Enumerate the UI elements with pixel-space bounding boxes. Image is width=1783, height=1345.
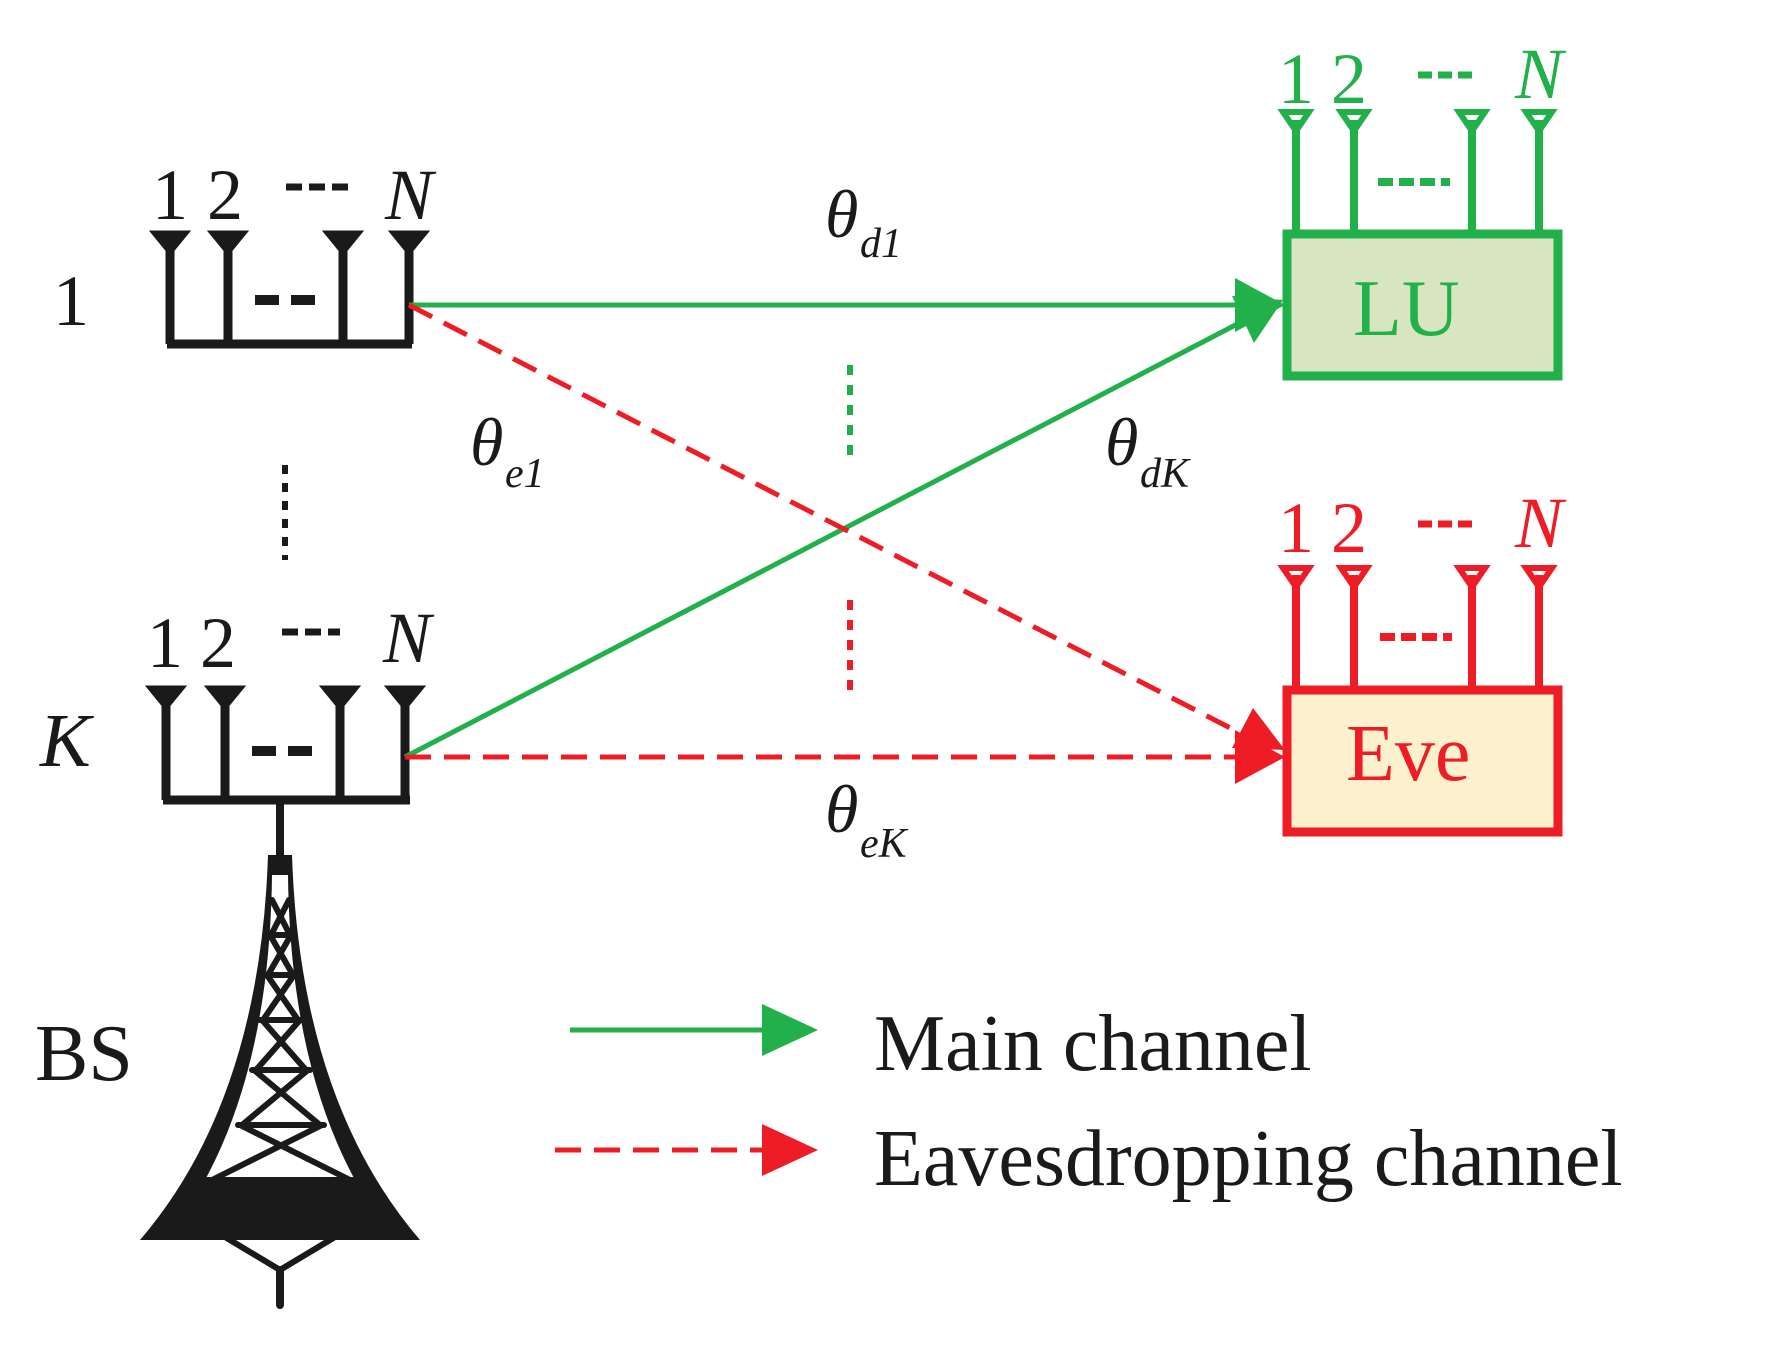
angle-theta-dk: θ dK bbox=[1105, 404, 1191, 497]
angle-theta-d1: θ d1 bbox=[825, 176, 902, 267]
eve-antenna-array bbox=[1277, 565, 1558, 690]
arrowhead-icon bbox=[1235, 730, 1285, 784]
antenna-label-n: N bbox=[384, 155, 437, 235]
svg-text:eK: eK bbox=[860, 821, 909, 867]
bs-array-1-labels: 1 2 N bbox=[152, 155, 437, 235]
bs-tower-icon bbox=[140, 796, 420, 1309]
bs-array-1 bbox=[148, 230, 431, 349]
array-index-k: K bbox=[39, 699, 94, 783]
antenna-label-2: 2 bbox=[207, 155, 243, 235]
eve-channel-1 bbox=[407, 302, 1242, 736]
legend-eavesdropping-channel: Eavesdropping channel bbox=[555, 1115, 1623, 1203]
arrowhead-icon bbox=[762, 1124, 818, 1176]
arrowhead-icon bbox=[1232, 296, 1283, 343]
antenna-label-n: N bbox=[1514, 34, 1567, 114]
svg-text:θ: θ bbox=[825, 771, 858, 847]
antenna-label-2: 2 bbox=[1331, 39, 1367, 119]
lu-receiver: LU 1 2 N bbox=[1277, 34, 1567, 381]
channel-lines bbox=[403, 278, 1285, 784]
legend-eve-label: Eavesdropping channel bbox=[874, 1115, 1623, 1203]
eve-box bbox=[1282, 685, 1563, 837]
angle-theta-e1: θ e1 bbox=[470, 404, 545, 497]
svg-text:dK: dK bbox=[1140, 451, 1191, 497]
svg-text:θ: θ bbox=[1105, 404, 1138, 480]
antenna-label-2: 2 bbox=[1331, 488, 1367, 568]
angle-theta-ek: θ eK bbox=[825, 771, 909, 867]
svg-text:θ: θ bbox=[825, 176, 858, 252]
lu-box bbox=[1282, 229, 1563, 381]
antenna-label-n: N bbox=[1514, 483, 1567, 563]
array-index-1: 1 bbox=[53, 261, 89, 341]
svg-text:d1: d1 bbox=[860, 221, 902, 267]
svg-text:e1: e1 bbox=[505, 451, 545, 497]
svg-text:θ: θ bbox=[470, 404, 503, 480]
bs-array-k-labels: 1 2 N bbox=[147, 598, 435, 683]
antenna-label-n: N bbox=[382, 598, 435, 678]
lu-label: LU bbox=[1353, 265, 1460, 353]
antenna-label-2: 2 bbox=[200, 603, 236, 683]
legend: Main channel Eavesdropping channel bbox=[555, 1000, 1623, 1203]
main-channel-k bbox=[403, 317, 1247, 760]
arrowhead-icon bbox=[762, 1004, 818, 1056]
eve-label: Eve bbox=[1346, 710, 1470, 798]
antenna-label-1: 1 bbox=[147, 603, 183, 683]
antenna-label-1: 1 bbox=[1278, 488, 1314, 568]
bs-label: BS bbox=[35, 1010, 133, 1098]
eve-receiver: Eve 1 2 N bbox=[1277, 483, 1567, 837]
bs-array-k bbox=[144, 685, 427, 805]
lu-antenna-array bbox=[1277, 109, 1558, 234]
antenna-label-1: 1 bbox=[152, 155, 188, 235]
legend-main-label: Main channel bbox=[874, 1000, 1312, 1088]
legend-main-channel: Main channel bbox=[570, 1000, 1312, 1088]
antenna-label-1: 1 bbox=[1278, 39, 1314, 119]
